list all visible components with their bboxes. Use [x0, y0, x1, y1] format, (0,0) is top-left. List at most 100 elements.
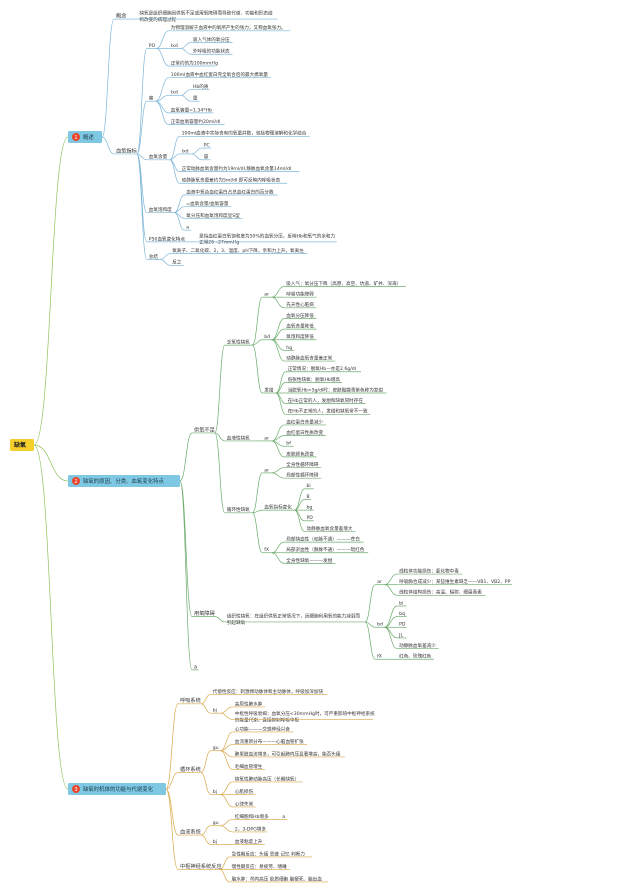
node-sections-1-children-0-children-0-children-1-children-4-text: 动静脉血氧含量差正常	[286, 354, 332, 361]
node-sections-1-children-0-children-0-children-2-children-3: 在Hb正常的人，发绀和缺氧同时存在	[285, 397, 366, 404]
node-sections-2-children-0-children-0-text: 代偿性反应：刺激颈动脉体和主动脉体，呼吸加深加快	[213, 688, 324, 695]
node-sections-1-children-0-children-0-children-2: 发绀	[262, 386, 276, 393]
section-1-title: 概述	[83, 133, 94, 141]
node-sections-1-children-0-children-0-children-2-children-1: 低张性缺氧：脱氧Hb增高	[285, 376, 343, 383]
node-sections-2-children-1-children-1-link	[200, 772, 211, 795]
node-sections-1-children-1-children-0-children-1-children-0-text: bi	[399, 600, 403, 606]
node-sections-0-children-1-children-2-children-1-children-0-link	[191, 147, 202, 155]
section-2-title: 缺氧的原因、分类、血氧变化特点	[83, 477, 164, 485]
node-sections-1-children-1-children-0-children-1-children-2: PD	[397, 622, 407, 628]
node-sections-1-children-0-children-2-children-1-children-2-text: bg	[307, 505, 313, 511]
node-sections-0-children-1-children-0-children-2-link	[156, 48, 169, 67]
node-sections-1-children-0-children-0-children-0-children-0-text: 吸入气：氧分压下降（高原、高空、坑道、矿井、深海）	[286, 280, 401, 287]
section-1: 1 概述	[68, 131, 102, 143]
node-sections-0-children-1-children-1-children-2-link	[155, 100, 169, 114]
node-sections-1-children-1-children-0-children-0: ar	[375, 579, 385, 585]
node-sections-2-children-3-children-2: 脑水肿：颅内高压 胶质细胞 脑梗死、脑出血	[229, 875, 329, 882]
node-sections-0-children-1-children-2-children-3: 动静脉氧含量差约为5ml/dl 即可反映内呼吸状态	[179, 177, 288, 184]
node-sections-1-children-0: 供氧不足	[192, 425, 215, 433]
node-sections-0-children-1-children-5: 总结	[146, 253, 161, 260]
node-sections-0-children-1-children-0-children-2: 正常约的为100mmHg	[168, 59, 218, 66]
node-sections-0-children-1-children-0-children-1-children-1-link	[180, 48, 191, 55]
node-sections-0-children-1-children-1-children-0: 100ml血液中血红蛋白完全氧合后的最大携氧量	[168, 71, 271, 78]
node-sections-1-children-0-children-0: 乏氧性缺氧	[224, 338, 253, 345]
node-sections-0-children-1-children-0-children-1: Ixd	[168, 43, 181, 49]
section-1-badge-number: 1	[74, 135, 77, 141]
section-2-badge-number: 2	[74, 479, 77, 485]
node-sections-2-children-2-text: 血液系统	[180, 827, 201, 835]
node-sections-1-children-0-children-0-children-1: bd	[262, 334, 272, 340]
node-sections-1-children-0-children-1-children-0-children-2: bf	[284, 441, 294, 447]
node-sections-1-children-0-link	[179, 432, 193, 482]
node-sections-1-children-0-children-0-children-2-children-3-text: 在Hb正常的人，发绀和缺氧同时存在	[288, 397, 364, 404]
node-sections-1-children-0-children-0-children-1-children-4: 动静脉血氧含量差正常	[284, 354, 336, 361]
node-sections-0-children-1-children-1-children-0-text: 100ml血液中血红蛋白完全氧合后的最大携氧量	[171, 71, 269, 78]
node-sections-1-children-0-children-2-link	[214, 432, 226, 514]
node-sections-1-children-0-children-2-children-1-children-0-text: bi	[307, 483, 311, 489]
node-sections-1-children-0-children-0-children-2-children-4-text: 在Hb不正常的人，发绀和缺氧常不一致	[288, 408, 368, 415]
node-sections-2-children-3-children-2-link	[219, 869, 230, 883]
node-sections-0-children-1-children-5-children-0: 氧离子、二氧化碳、2，3、温度、pH下降，亲和力上升，氧离左	[170, 247, 308, 254]
node-sections-0-children-1-text: 血氧指标	[116, 146, 137, 154]
node-sections-1-children-1-children-0-children-2-link	[364, 621, 376, 660]
node-sections-0-children-1-children-4-link	[136, 153, 148, 243]
node-sections-0-children-1-children-1-children-1-text: Ixd	[171, 90, 178, 96]
node-sections-1-children-0-children-0-children-2-children-1-link	[275, 382, 286, 394]
node-sections-1-children-0-children-0-children-1-link	[252, 339, 263, 346]
section-3-link	[33, 444, 69, 790]
node-sections-1-children-1-children-0-children-1-children-1-text: bq	[399, 611, 405, 617]
node-sections-0-children-1-children-5-children-1: 反之	[170, 259, 184, 266]
node-sections-0-children-1-children-0-children-0: 为物理溶解于血液中的氧所产生的张力，又称血氧张力。	[168, 24, 291, 31]
node-sections-0-children-1-children-5-children-1-text: 反之	[172, 259, 182, 266]
node-sections-1-children-0-children-2-children-0-children-1-link	[271, 472, 285, 479]
section-3-box	[68, 783, 166, 795]
node-sections-0-children-1-children-1-link	[136, 100, 148, 155]
node-sections-1-children-0-children-2-children-2-children-2: 全身性缺氧———发绀	[284, 557, 336, 564]
node-sections-1-children-0-children-1-text: 血液性缺氧	[227, 434, 250, 441]
node-sections-0-children-1-children-3-children-1: =血氧含量/血氧容量	[184, 200, 232, 207]
section-3-badge	[72, 785, 80, 793]
node-sections-0-children-1-children-0: PO	[146, 43, 157, 49]
node-sections-1-children-0-children-0-children-1-children-4-link	[271, 339, 285, 362]
node-sections-1-children-0-children-0-children-1-children-0-text: 血氧分压降低	[286, 312, 314, 319]
node-sections-0-children-1-children-3-children-3-text: a	[186, 226, 189, 231]
node-sections-0-children-1-children-2-children-1-children-1-text: 容	[204, 153, 209, 160]
node-sections-1-children-0-children-0-children-1-children-3: hg	[284, 345, 294, 351]
node-sections-1-children-0-children-2-children-2-children-2-link	[271, 552, 285, 564]
node-sections-1-children-0-children-0-children-0-link	[251, 296, 263, 346]
node-sections-2-children-0-children-1-children-1-link	[220, 712, 233, 720]
node-sections-0-children-1-children-5-text: 总结	[149, 253, 159, 260]
node-sections-0-children-1-children-3: 血氧饱和度	[146, 206, 175, 213]
node-sections-0-children-1-children-1-text: 容	[149, 95, 154, 102]
node-sections-1-children-0-children-2-children-0-link	[251, 472, 263, 514]
node-sections-1-children-0-children-2-children-1-children-3: PD	[304, 515, 314, 521]
node-sections-2-children-3-text: 中枢神经系统反应	[180, 862, 222, 870]
node-sections-0-children-1-children-1-children-1-children-0-text: Hb的质	[193, 83, 209, 90]
node-sections-1-children-0-children-2-children-2-children-0: 局部缺血性（动脉不通）———苍白	[284, 535, 364, 542]
node-sections-1-children-1-children-0-link	[214, 616, 225, 623]
node-sections-1-children-0-children-2-children-0-children-0-link	[271, 467, 285, 474]
node-sections-1-children-1-children-0-children-1: bd	[375, 622, 385, 628]
node-sections-2-children-2-children-0-children-0-children-0-text: a	[282, 815, 285, 820]
node-sections-0-children-1-children-0-children-1-children-1-text: 外呼吸的功能状态	[193, 48, 230, 55]
node-sections-2-children-2-children-0-text: gu	[213, 821, 219, 826]
node-sections-2-children-2-children-1-children-0-text: 血液粘度上升	[235, 838, 263, 845]
node-sections-1-children-2-text: a	[194, 664, 197, 670]
node-sections-2-children-1-children-0-children-0: 心功能———交感神经兴奋	[232, 725, 294, 732]
node-sections-1-children-0-children-0-children-1-children-1: 血氧含量降低	[284, 323, 317, 330]
node-sections-2-children-2-children-0-children-0-text: 红细胞和Hb增多	[235, 813, 269, 820]
node-sections-1-children-0-children-0-children-1-children-2: 氧饱和度降低	[284, 333, 317, 340]
node-sections-1-children-0-children-1: 血液性缺氧	[224, 434, 253, 441]
node-sections-1-children-0-children-2-children-0-children-0-text: 全身性循环障碍	[286, 461, 319, 468]
node-sections-0-children-1-children-2-children-3-link	[169, 159, 180, 184]
node-sections-2-children-2-children-0: gu	[210, 821, 221, 826]
node-sections-1-children-1-children-0-children-0-children-1: 呼吸酶合成减少：某些维生素缺乏——VB1、VB2、PP	[397, 578, 512, 585]
node-sections-2-children-0: 呼吸系统	[178, 696, 201, 704]
node-sections-1-children-0-children-2-text: 循环性缺氧	[227, 506, 250, 513]
node-sections-0-children-1-link	[101, 136, 115, 155]
node-sections-1-children-1-children-0-children-2-text: fX	[377, 654, 382, 660]
node-sections-0-children-1-children-1-children-2-text: 血氧容量=1.34*Hb	[171, 106, 212, 113]
section-3-title: 缺氧时机体的功能与代谢变化	[83, 785, 154, 793]
